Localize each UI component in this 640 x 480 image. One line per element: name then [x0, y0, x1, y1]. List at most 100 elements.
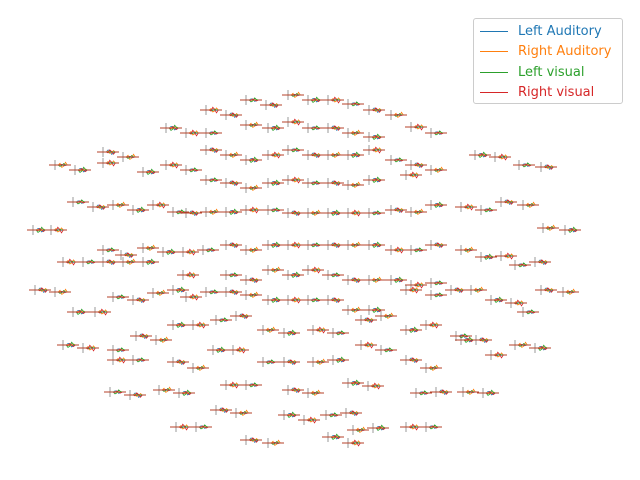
sensor-evoked-plot — [465, 285, 487, 295]
sensor-evoked-plot — [375, 311, 397, 321]
series-trace-3 — [262, 297, 284, 303]
series-trace-3 — [260, 102, 282, 108]
series-trace-3 — [410, 391, 432, 395]
sensor-evoked-plot — [455, 202, 477, 212]
sensor-evoked-plot — [262, 123, 284, 133]
series-trace-3 — [302, 126, 324, 130]
series-trace-3 — [200, 106, 222, 114]
sensor-evoked-plot — [207, 345, 229, 355]
sensor-evoked-plot — [302, 95, 324, 105]
sensor-evoked-plot — [455, 245, 477, 255]
sensor-evoked-plot — [342, 275, 364, 285]
sensor-evoked-plot — [342, 150, 364, 160]
sensor-evoked-plot — [405, 207, 427, 217]
series-trace-3 — [509, 263, 531, 267]
legend-label-left-auditory: Left Auditory — [518, 23, 602, 39]
series-trace-3 — [89, 308, 111, 316]
series-trace-3 — [45, 226, 67, 234]
sensor-evoked-plot — [230, 408, 252, 418]
series-trace-3 — [400, 171, 422, 179]
sensor-evoked-plot — [302, 123, 324, 133]
series-trace-3 — [505, 299, 527, 307]
sensor-evoked-plot — [200, 175, 222, 185]
sensor-evoked-plot — [475, 205, 497, 215]
sensor-evoked-plot — [322, 270, 344, 280]
series-trace-3 — [77, 260, 99, 264]
sensor-evoked-plot — [342, 378, 364, 388]
sensor-evoked-plot — [282, 117, 304, 127]
series-trace-3 — [124, 392, 146, 398]
series-trace-3 — [405, 123, 427, 131]
series-trace-3 — [363, 279, 385, 281]
sensor-evoked-plot — [342, 438, 364, 448]
series-trace-3 — [104, 390, 126, 394]
series-trace-3 — [282, 94, 304, 96]
sensor-evoked-plot — [187, 320, 209, 330]
series-trace-3 — [355, 317, 377, 323]
sensor-evoked-plot — [322, 432, 344, 442]
sensor-evoked-plot — [322, 178, 344, 188]
series-trace-3 — [220, 381, 242, 389]
series-trace-3 — [240, 187, 262, 189]
sensor-evoked-plot — [127, 205, 149, 215]
sensor-evoked-plot — [400, 285, 422, 295]
sensor-evoked-plot — [227, 345, 249, 355]
sensor-evoked-plot — [262, 240, 284, 250]
series-trace-3 — [340, 410, 362, 416]
sensor-evoked-plot — [282, 240, 304, 250]
sensor-evoked-plot — [137, 257, 159, 267]
sensor-evoked-plot — [240, 205, 262, 215]
sensor-evoked-plot — [489, 152, 511, 162]
series-trace-3 — [302, 181, 324, 185]
series-trace-3 — [342, 309, 364, 311]
series-trace-3 — [180, 210, 202, 216]
sensor-evoked-plot — [197, 245, 219, 255]
sensor-evoked-plot — [240, 95, 262, 105]
sensor-evoked-plot — [363, 240, 385, 250]
sensor-evoked-plot — [257, 357, 279, 367]
sensor-evoked-plot — [67, 197, 89, 207]
sensor-evoked-plot — [220, 240, 242, 250]
sensor-evoked-plot — [220, 178, 242, 188]
series-trace-3 — [363, 107, 385, 113]
series-trace-3 — [385, 277, 407, 283]
sensor-evoked-plot — [322, 240, 344, 250]
series-trace-3 — [400, 286, 422, 294]
sensor-evoked-plot — [127, 295, 149, 305]
sensor-evoked-plot — [262, 178, 284, 188]
series-trace-3 — [107, 356, 129, 364]
sensor-evoked-plot — [262, 150, 284, 160]
series-trace-3 — [49, 291, 71, 293]
sensor-evoked-plot — [282, 90, 304, 100]
sensor-evoked-plot — [257, 325, 279, 335]
series-trace-3 — [342, 209, 364, 217]
sensor-evoked-plot — [477, 388, 499, 398]
legend-swatch-left-auditory — [480, 30, 508, 32]
series-trace-3 — [363, 146, 385, 154]
sensor-evoked-plot — [150, 335, 172, 345]
series-trace-3 — [475, 208, 497, 212]
series-trace-3 — [97, 248, 119, 252]
series-trace-3 — [87, 204, 109, 210]
legend-swatch-right-visual — [480, 91, 508, 93]
series-trace-3 — [495, 199, 517, 205]
sensor-evoked-plot — [400, 422, 422, 432]
sensor-evoked-plot — [200, 207, 222, 217]
series-trace-3 — [307, 326, 329, 334]
series-trace-3 — [220, 180, 242, 186]
series-trace-3 — [177, 271, 199, 279]
sensor-evoked-plot — [87, 202, 109, 212]
series-trace-3 — [67, 200, 89, 204]
sensor-evoked-plot — [298, 415, 320, 425]
sensor-evoked-plot — [170, 422, 192, 432]
sensor-evoked-plot — [104, 387, 126, 397]
sensor-evoked-plot — [240, 155, 262, 165]
sensor-evoked-plot — [420, 363, 442, 373]
sensor-evoked-plot — [67, 307, 89, 317]
sensor-evoked-plot — [262, 438, 284, 448]
series-trace-3 — [97, 259, 119, 265]
sensor-evoked-plot — [322, 208, 344, 218]
sensor-evoked-plot — [505, 298, 527, 308]
series-trace-3 — [240, 206, 262, 214]
series-trace-3 — [240, 98, 262, 102]
